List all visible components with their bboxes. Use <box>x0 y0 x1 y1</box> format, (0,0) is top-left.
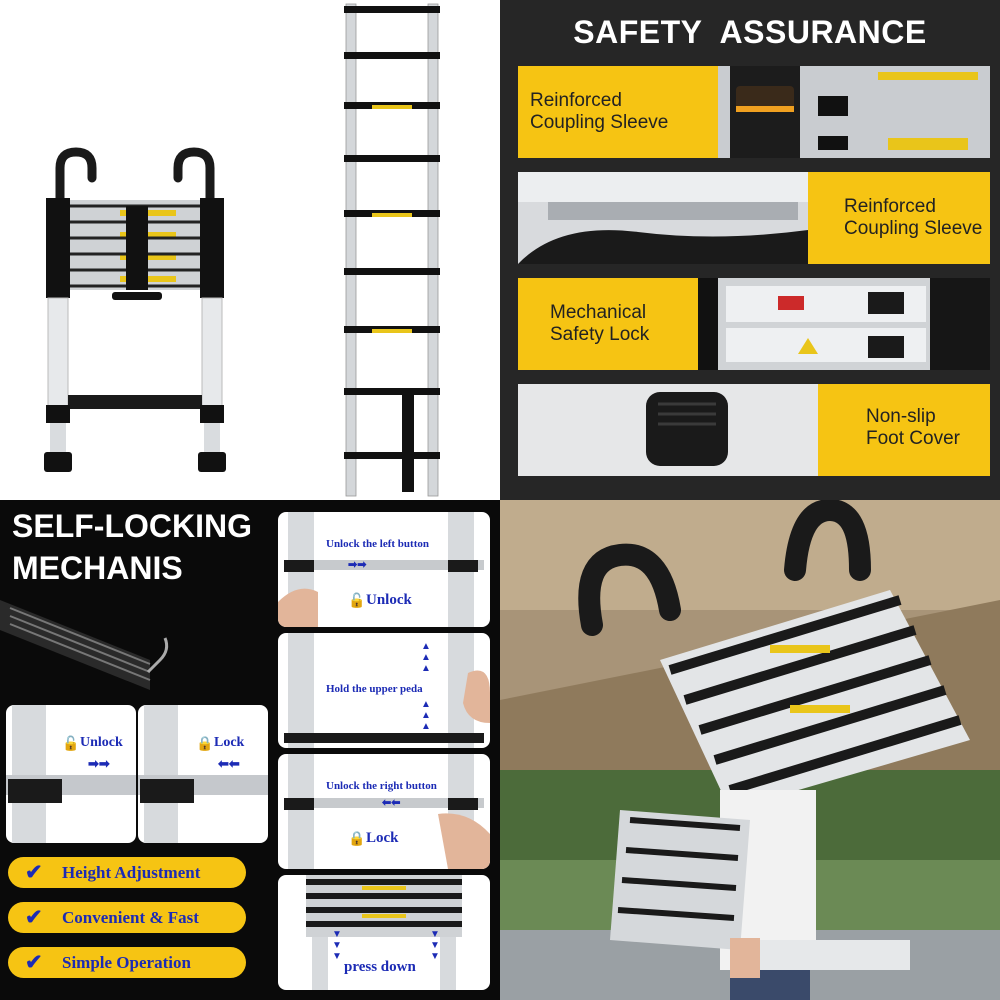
self-locking-panel: SELF-LOCKING MECHANIS 🔓 Unlock ➡➡ 🔒 Lock… <box>0 500 500 1000</box>
step-caption: Unlock the left button <box>326 538 429 550</box>
arrow-left-icon: ⬅⬅ <box>382 797 401 809</box>
folded-ladder-illustration <box>0 600 169 690</box>
arrow-left-icon: ⬅⬅ <box>218 756 240 771</box>
unlock-demo-card: 🔓 Unlock ➡➡ <box>6 705 136 843</box>
step-sub-label: Unlock <box>366 592 412 608</box>
extended-ladder-photo <box>344 3 440 497</box>
lock-label: Lock <box>214 735 245 750</box>
step-card-press-down: ▼▼▼ ▼▼▼ press down <box>278 875 490 990</box>
step-card-unlock-right: Unlock the right button ⬅⬅ 🔒 Lock <box>278 754 490 869</box>
benefit-pill: ✔ Convenient & Fast <box>8 902 246 933</box>
ladder-in-use-photo <box>500 500 1000 1000</box>
coupling-sleeve-closeup-photo <box>518 172 808 264</box>
lock-demo-card: 🔒 Lock ⬅⬅ <box>138 705 268 843</box>
feature-card-coupling-sleeve-2: Reinforced Coupling Sleeve <box>518 172 990 264</box>
self-locking-title-line2: MECHANIS <box>12 550 183 586</box>
coupling-sleeve-photo <box>718 66 990 158</box>
safety-assurance-title: SAFETY ASSURANCE <box>573 14 927 50</box>
feature-label: Reinforced Coupling Sleeve <box>844 196 983 239</box>
checkmark-icon: ✔ <box>25 861 43 884</box>
arrow-right-icon: ➡➡ <box>348 559 367 571</box>
arrow-right-icon: ➡➡ <box>88 756 110 771</box>
lifestyle-photo-panel <box>500 500 1000 1000</box>
step-caption: Hold the upper peda <box>326 683 423 695</box>
ladder-product-illustration <box>44 3 440 497</box>
feature-card-foot-cover: Non-slip Foot Cover <box>518 384 990 476</box>
arrow-down-icon: ▼▼▼ <box>332 929 342 962</box>
unlock-label: Unlock <box>80 735 123 750</box>
feature-label: Non-slip Foot Cover <box>866 406 960 449</box>
benefit-pill: ✔ Simple Operation <box>8 947 246 978</box>
benefit-pill: ✔ Height Adjustment <box>8 857 246 888</box>
foot-cover-photo <box>518 384 818 476</box>
safety-lock-photo <box>718 278 990 370</box>
arrow-up-icon: ▲▲▲ <box>421 641 431 674</box>
feature-card-safety-lock: Mechanical Safety Lock <box>518 278 990 370</box>
product-photos-panel <box>0 0 500 500</box>
padlock-icon: 🔓 <box>348 592 366 608</box>
padlock-icon: 🔒 <box>348 830 366 846</box>
safety-assurance-panel: SAFETY ASSURANCE Reinforced Coupling Sle… <box>500 0 1000 500</box>
step-caption: press down <box>344 959 416 975</box>
step-card-hold-upper: Hold the upper peda ▲▲▲ ▲▲▲ <box>278 633 490 748</box>
step-sub-label: Lock <box>366 830 399 846</box>
checkmark-icon: ✔ <box>25 951 43 974</box>
feature-label: Reinforced Coupling Sleeve <box>530 90 669 133</box>
padlock-icon: 🔒 <box>196 735 214 751</box>
feature-card-coupling-sleeve-1: Reinforced Coupling Sleeve <box>518 66 990 158</box>
self-locking-title-line1: SELF-LOCKING <box>12 508 252 544</box>
arrow-up-icon: ▲▲▲ <box>421 699 431 732</box>
checkmark-icon: ✔ <box>25 906 43 929</box>
step-caption: Unlock the right button <box>326 780 437 792</box>
arrow-down-icon: ▼▼▼ <box>430 929 440 962</box>
step-card-unlock-left: Unlock the left button ➡➡ 🔓 Unlock <box>278 512 490 627</box>
padlock-icon: 🔓 <box>62 735 80 751</box>
feature-label: Mechanical Safety Lock <box>550 302 650 345</box>
folded-ladder-photo <box>44 147 226 472</box>
